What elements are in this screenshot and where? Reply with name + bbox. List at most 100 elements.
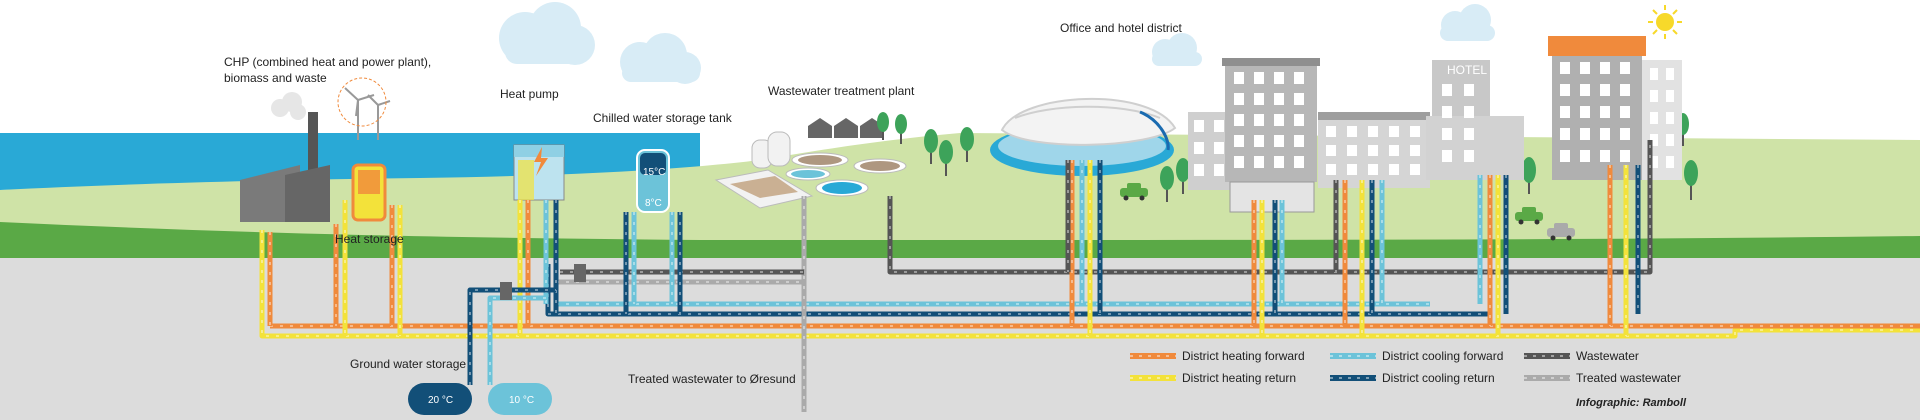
cloud-icon: [620, 33, 701, 84]
tree-icon: [924, 129, 938, 164]
window: [1274, 114, 1284, 126]
hotel-sign: HOTEL: [1447, 63, 1487, 77]
window: [1254, 114, 1264, 126]
window: [1410, 164, 1420, 175]
legend-label: District heating forward: [1182, 349, 1305, 363]
tree-icon: [1176, 158, 1190, 194]
ground-cold-reservoir: [488, 383, 552, 415]
car-icon: [1547, 223, 1575, 241]
wastewater-trunk-flow-marks: [889, 140, 1651, 273]
valves: [500, 264, 586, 300]
window: [1214, 142, 1224, 154]
window: [1560, 62, 1570, 74]
valve-icon: [574, 264, 586, 282]
chp-label-line1: CHP (combined heat and power plant),: [224, 55, 431, 69]
tree-icon: [877, 112, 889, 140]
ground-water-warm-line-flow-marks: [469, 289, 556, 385]
wastewater-treatment-plant: [714, 118, 907, 209]
window: [1368, 126, 1378, 137]
window: [1274, 93, 1284, 105]
window: [1464, 106, 1474, 118]
window: [1254, 72, 1264, 84]
sun-icon: [1648, 5, 1682, 39]
tree-icon: [960, 127, 974, 162]
window: [1620, 128, 1630, 140]
pipe-network: [259, 140, 1920, 412]
legend-item: District cooling return: [1330, 371, 1495, 385]
window: [1234, 156, 1244, 168]
window: [1560, 150, 1570, 162]
heat-storage-tank: [351, 163, 387, 222]
wastewater-plant-label: Wastewater treatment plant: [768, 84, 915, 98]
window: [1560, 106, 1570, 118]
underground: [0, 258, 1920, 420]
legend-label: District cooling return: [1382, 371, 1495, 385]
window: [1650, 68, 1658, 80]
window: [1442, 128, 1452, 140]
grass-strip: [0, 222, 1920, 262]
window: [1294, 135, 1304, 147]
window: [1580, 62, 1590, 74]
cloud-icon: [1152, 33, 1202, 66]
heat-pump-label: Heat pump: [500, 87, 559, 101]
window: [1666, 112, 1674, 124]
ground-warm-temp: 20 °C: [428, 395, 453, 406]
ground-warm-reservoir: [408, 383, 472, 415]
legend-item: Wastewater: [1524, 349, 1639, 363]
window: [1580, 84, 1590, 96]
cars: [1120, 183, 1575, 241]
legend-label: District cooling forward: [1382, 349, 1503, 363]
cooling-return-trunk-flow-marks: [547, 264, 1490, 315]
legend-label: District heating return: [1182, 371, 1296, 385]
ground-cold-temp: 10 °C: [509, 395, 534, 406]
cloud-icon: [1440, 4, 1495, 41]
window: [1234, 72, 1244, 84]
legend-item: Treated wastewater: [1524, 371, 1681, 385]
window: [1294, 93, 1304, 105]
wind-turbine-icon: [344, 87, 391, 140]
legend-item: District heating forward: [1130, 349, 1305, 363]
chp-label-line2: biomass and waste: [224, 71, 327, 85]
window: [1194, 164, 1204, 176]
window: [1650, 90, 1658, 102]
window: [1326, 145, 1336, 156]
window: [1600, 84, 1610, 96]
window: [1254, 135, 1264, 147]
credit-text: Infographic: Ramboll: [1576, 397, 1687, 409]
window: [1442, 150, 1452, 162]
smoke-icon: [271, 92, 306, 120]
window: [1442, 106, 1452, 118]
window: [1294, 72, 1304, 84]
tree-icon: [1522, 157, 1536, 194]
window: [1347, 145, 1357, 156]
window: [1194, 142, 1204, 154]
heat-pump: [513, 144, 565, 201]
window: [1650, 112, 1658, 124]
window: [1254, 93, 1264, 105]
chp-plant: [240, 77, 391, 222]
office-buildings: HOTEL: [1188, 36, 1682, 213]
window: [1254, 156, 1264, 168]
legend-label: Treated wastewater: [1576, 371, 1681, 385]
window: [1580, 150, 1590, 162]
window: [1234, 93, 1244, 105]
chilled-tank-label: Chilled water storage tank: [593, 111, 733, 125]
window: [1620, 150, 1630, 162]
heat-storage-label: Heat storage: [335, 232, 404, 246]
window: [1389, 164, 1399, 175]
window: [1368, 164, 1378, 175]
chilled-tank-top-temp: 15°C: [643, 167, 665, 178]
window: [1600, 62, 1610, 74]
window: [1620, 62, 1630, 74]
window: [1347, 126, 1357, 137]
diagram-labels: CHP (combined heat and power plant), bio…: [224, 21, 1183, 386]
window: [1347, 164, 1357, 175]
ground-water-label: Ground water storage: [350, 357, 466, 371]
window: [1389, 126, 1399, 137]
ground-water-cold-line: [487, 295, 546, 385]
window: [1600, 128, 1610, 140]
window: [1620, 84, 1630, 96]
window: [1650, 156, 1658, 168]
